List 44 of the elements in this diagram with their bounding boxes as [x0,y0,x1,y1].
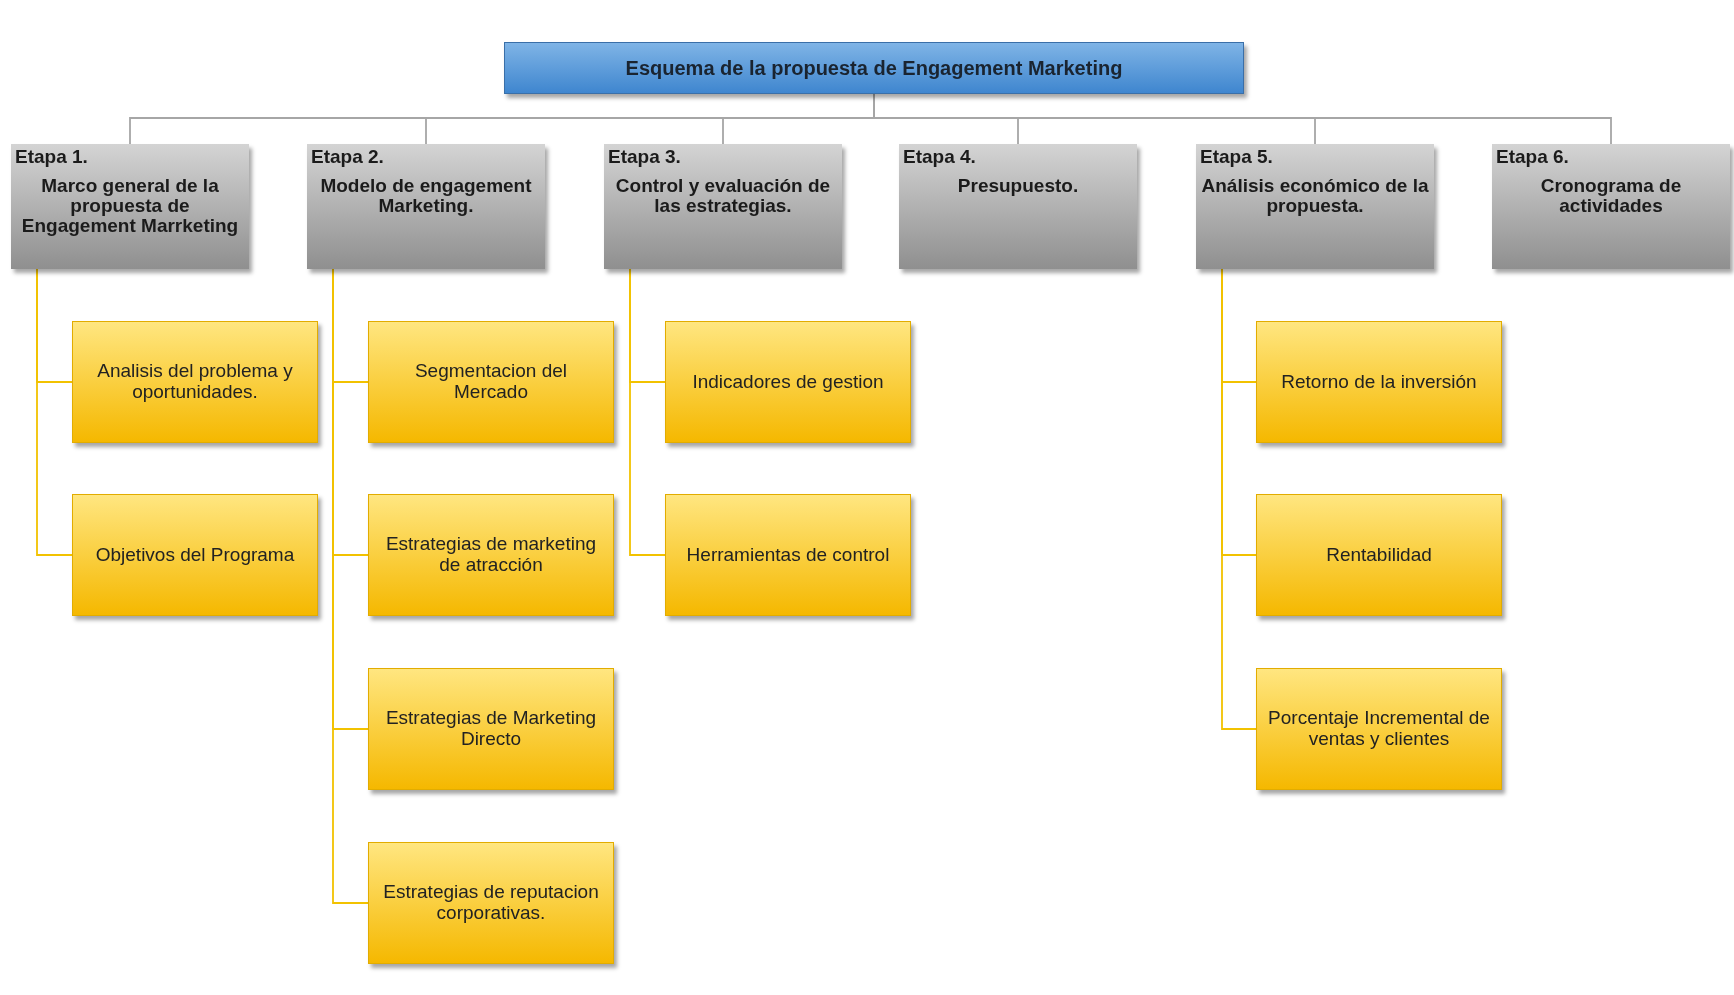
topic-box [665,321,911,443]
stage-box [1196,144,1434,269]
stage-label: Etapa 6. [1496,146,1570,168]
topic-box [368,321,614,443]
topic-box [368,668,614,790]
title-box [504,42,1244,94]
box-text: Retorno de la inversión [1281,371,1477,393]
topic-box [72,494,318,616]
box-text: Estrategias de Marketing Directo [384,708,598,750]
box-text: Objetivos del Programa [95,544,295,566]
stage-box [604,144,842,269]
topic-box [1256,321,1502,443]
connector-line [629,268,666,556]
box-text: Análisis económico de la propuesta. [1200,176,1430,216]
topic-box [1256,668,1502,790]
stage-box [899,144,1137,269]
box-text: Herramientas de control [686,544,890,566]
box-text: Presupuesto. [956,176,1080,196]
box-text: Indicadores de gestion [692,371,884,393]
stage-label: Etapa 2. [311,146,385,168]
box-text: Cronograma de actividades [1539,176,1683,216]
connector-line [36,268,73,556]
stage-box [307,144,545,269]
topic-box [368,842,614,964]
stage-label: Etapa 1. [15,146,89,168]
box-text: Rentabilidad [1326,544,1432,566]
box-text: Porcentaje Incremental de ventas y clientes [1267,708,1491,750]
stage-label: Etapa 4. [903,146,977,168]
topic-box [368,494,614,616]
title-text: Esquema de la propuesta de Engagement Marketing [625,56,1123,80]
stage-label: Etapa 3. [608,146,682,168]
box-text: Modelo de engagement Marketing. [319,176,533,216]
box-text: Marco general de la propuesta de Engagement Marrketing [20,176,240,236]
stage-box [11,144,249,269]
topic-box [665,494,911,616]
box-text: Control y evaluación de las estrategias. [614,176,832,216]
stage-box [1492,144,1730,269]
box-text: Estrategias de reputacion corporativas. [382,882,600,924]
box-text: Estrategias de marketing de atracción [384,534,598,576]
stage-label: Etapa 5. [1200,146,1274,168]
box-text: Segmentacion del Mercado [413,361,569,403]
topic-box [1256,494,1502,616]
box-text: Analisis del problema y oportunidades. [96,361,294,403]
topic-box [72,321,318,443]
